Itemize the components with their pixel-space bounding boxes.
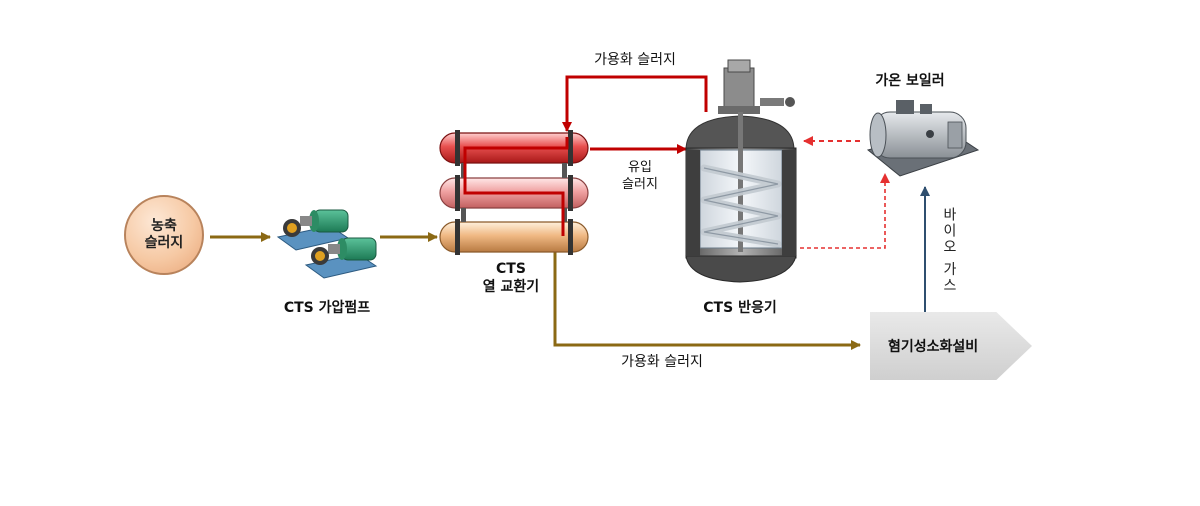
anaerobic-digester-node: 혐기성소화설비 — [870, 312, 1032, 380]
anaerobic-digester-label: 혐기성소화설비 — [888, 339, 979, 355]
heating-boiler — [866, 100, 980, 177]
heat-exchanger-label-1: CTS — [496, 261, 526, 277]
inflow-sludge-label-2: 슬러지 — [622, 177, 658, 192]
flow-reactor-to-exchanger — [562, 75, 708, 132]
boiler-label: 가온 보일러 — [875, 73, 945, 89]
solubilized-sludge-bottom-label: 가용화 슬러지 — [621, 354, 703, 370]
inflow-sludge-label-1: 유입 — [628, 160, 652, 175]
concentrated-sludge-node: 농축 슬러지 — [124, 195, 204, 275]
flow-reactor-to-boiler — [800, 173, 890, 249]
pump-unit-1 — [276, 209, 350, 251]
solubilized-sludge-top-label: 가용화 슬러지 — [594, 52, 676, 68]
flow-exchanger-to-digester — [553, 250, 861, 350]
heat-exchanger — [439, 130, 589, 255]
concentrated-sludge-label: 농축 슬러지 — [144, 218, 184, 251]
heat-exchanger-label-2: 열 교환기 — [482, 279, 540, 295]
reactor-label: CTS 반응기 — [703, 300, 777, 316]
biogas-label: 바이오 가스 — [941, 206, 957, 294]
cts-reactor — [685, 59, 797, 283]
pump-label: CTS 가압펌프 — [283, 300, 371, 316]
pump-unit-2 — [304, 237, 378, 279]
